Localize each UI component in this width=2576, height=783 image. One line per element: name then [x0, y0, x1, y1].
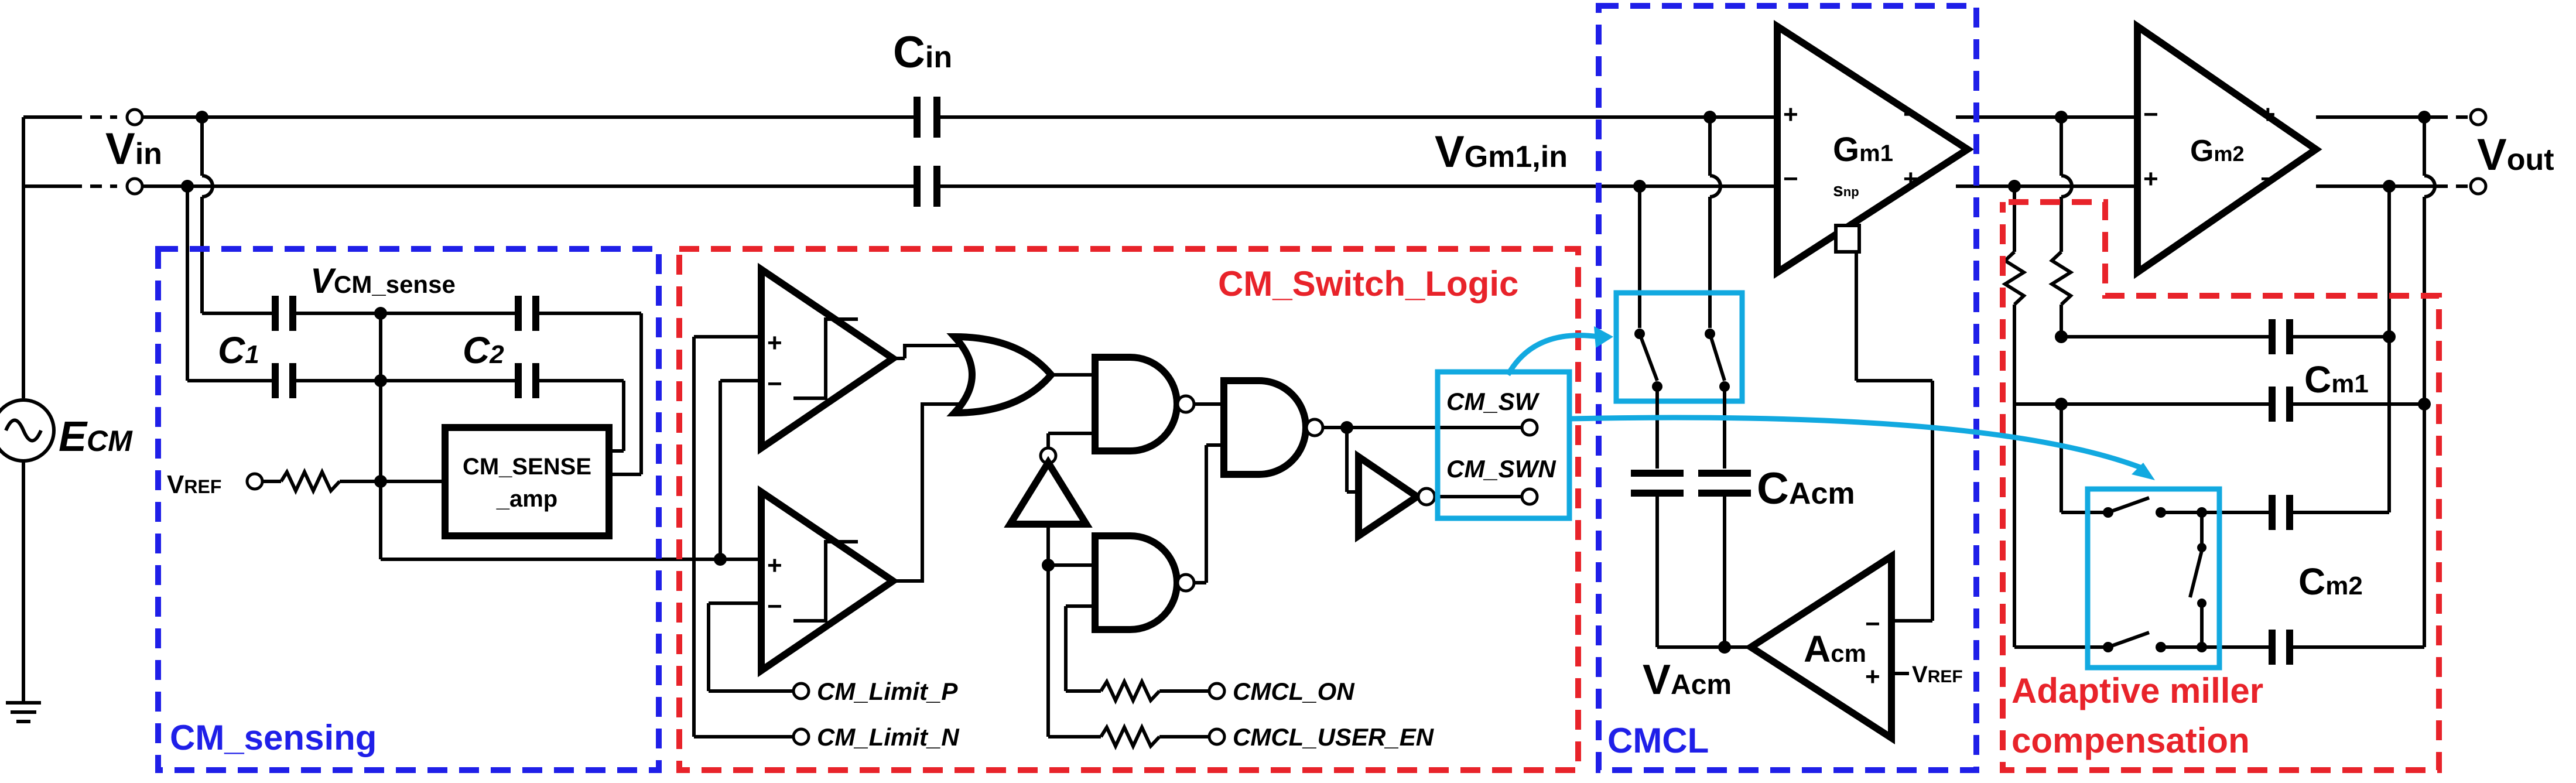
- vcm-sense-label: VCM_sense: [310, 261, 456, 300]
- acm-label: Acm: [1804, 628, 1866, 670]
- nand-gate-1: [1092, 354, 1181, 454]
- cmcl-circuit: [1613, 19, 1975, 745]
- gm2-minus: −: [2143, 100, 2158, 129]
- cm-switch-logic-box: [676, 246, 1581, 773]
- cacm-label: CAcm: [1757, 464, 1855, 514]
- gm1-amplifier: [1774, 19, 1975, 279]
- cm-sensing-box: [155, 246, 662, 773]
- vin-label: Vin: [105, 124, 162, 174]
- gm1-label: Gm1: [1833, 131, 1893, 169]
- c2-label: C2: [463, 329, 504, 371]
- comp-bot-plus: +: [767, 551, 782, 580]
- cm-switch-logic-title: CM_Switch_Logic: [1218, 264, 1518, 303]
- nand-gate-3: [1220, 377, 1309, 478]
- acm-plus: +: [1865, 662, 1880, 691]
- gm2-out-plus: +: [2260, 100, 2276, 129]
- vref-right-label: VREF: [1912, 662, 1963, 688]
- gm2-amplifier: [2134, 19, 2322, 279]
- gm1-gm2-wiring: [2008, 111, 2068, 193]
- vgm1-label: VGm1,in: [1435, 127, 1568, 177]
- cm-sensing-title: CM_sensing: [170, 718, 377, 757]
- cm1-label: Cm1: [2304, 358, 2369, 401]
- comp-top-minus: −: [767, 370, 782, 398]
- adaptive-miller-box: [2000, 199, 2442, 773]
- cm-swn-label: CM_SWN: [1446, 455, 1556, 483]
- cm-limit-n-label: CM_Limit_N: [817, 723, 960, 751]
- acm-minus: −: [1865, 610, 1880, 638]
- cin-capacitors: [914, 97, 940, 207]
- cm-sw-label: CM_SW: [1446, 388, 1540, 415]
- vin-p-pin: [125, 108, 144, 126]
- cmcl-box: [1596, 3, 1979, 773]
- cm-sense-amp-label-2: _amp: [496, 486, 558, 512]
- cmcl-on-label: CMCL_ON: [1233, 678, 1355, 705]
- gm1-out-minus: −: [1903, 100, 1918, 129]
- adaptive-miller-circuit: [2002, 19, 2437, 671]
- cm-switch-logic-circuit: [692, 262, 1572, 751]
- input-taps: [181, 111, 275, 382]
- vin-n-pin: [125, 177, 144, 196]
- gm2-label: Gm2: [2190, 134, 2244, 168]
- cm2-label: Cm2: [2298, 560, 2363, 603]
- gm1-out-plus: +: [1903, 165, 1918, 193]
- nand-gate-2: [1092, 532, 1181, 633]
- c1-label: C1: [218, 329, 259, 371]
- gm1-minus: −: [1783, 165, 1798, 193]
- adaptive-miller-title-1: Adaptive miller: [2011, 671, 2263, 710]
- snp-terminal: [1834, 224, 1861, 254]
- inverter-vertical: [1004, 456, 1093, 528]
- adaptive-switch-box: [2085, 486, 2222, 671]
- cin-label: Cin: [893, 28, 952, 77]
- labels: Vin Cin VGm1,in Vout ECM VCM_sense C1 C2…: [59, 28, 2554, 760]
- or-gate: [946, 333, 1056, 417]
- cm-sense-amp-label-1: CM_SENSE: [463, 454, 591, 480]
- vacm-label: VAcm: [1643, 657, 1732, 703]
- comp-bot-minus: −: [767, 592, 782, 621]
- adaptive-miller-title-2: compensation: [2011, 721, 2250, 760]
- cmcl-title: CMCL: [1607, 721, 1709, 760]
- vout-p-pin: [2469, 108, 2488, 126]
- cm-sense-amp: [442, 424, 613, 539]
- ecm-source: [0, 117, 56, 723]
- ecm-label: ECM: [59, 413, 133, 460]
- comp-top-plus: +: [767, 329, 782, 357]
- acm-amplifier: [1744, 549, 1895, 745]
- snp-label: snp: [1833, 179, 1859, 200]
- gm2-plus: +: [2143, 165, 2158, 193]
- gm2-out-minus: −: [2260, 165, 2276, 193]
- cm-sw-terminal-box: [1435, 369, 1572, 521]
- inverter-horizontal: [1355, 450, 1424, 543]
- vout-label: Vout: [2477, 130, 2554, 180]
- cmcl-switch-box: [1613, 290, 1745, 404]
- vout-n-pin: [2469, 177, 2488, 196]
- cmcl-user-en-label: CMCL_USER_EN: [1233, 723, 1435, 751]
- gm1-plus: +: [1783, 100, 1798, 129]
- vref-left-label: VREF: [167, 470, 221, 499]
- cm-limit-p-label: CM_Limit_P: [817, 678, 958, 705]
- cm-sensing-circuit: [245, 296, 703, 561]
- control-arrows: [1506, 326, 2155, 480]
